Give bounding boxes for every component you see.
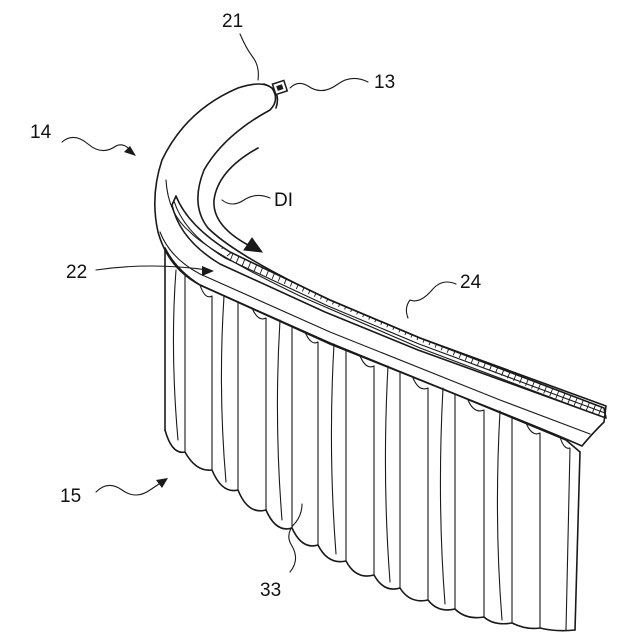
label-15: 15 [60,486,81,507]
slot-hatch-tick [189,206,196,212]
rail-slot [172,196,606,418]
curtain-top-edge [165,248,580,452]
pleat-fold [468,400,484,617]
leader-di [222,195,270,204]
slot-hatch-tick [184,201,191,207]
pleat-fold [305,332,318,545]
label-di: DI [274,190,293,211]
pleat-fold [252,308,266,510]
pleat-shadow [440,388,445,604]
label-24: 24 [460,272,482,293]
label-21: 21 [222,11,243,32]
pleat-fold [413,378,428,600]
leader-13 [290,78,368,90]
leader-14-arrowhead [124,146,136,156]
leader-33 [289,504,302,572]
reference-labels: 21 13 14 DI 22 24 15 33 [30,11,482,601]
leader-24 [406,282,456,318]
leader-22-arrowhead [202,266,214,276]
pleat-fold [360,356,374,575]
label-13: 13 [374,72,395,93]
pleat-shadow [173,270,178,440]
sensor-element [272,80,287,94]
leader-15-arrowhead [156,478,168,488]
slot-hatch-tick [435,338,439,348]
direction-arrow [214,148,262,252]
label-33: 33 [260,580,281,601]
pleated-curtain [165,248,580,631]
curtain-right-edge [575,452,580,630]
curtain-bottom-edge [165,430,575,631]
label-22: 22 [66,262,87,283]
pleat-fold [526,423,540,628]
slot-hatch-tick [314,287,318,297]
pleat-fold [200,285,212,470]
pleat-shadow [221,296,226,482]
leader-14 [62,137,132,152]
leader-21 [240,34,258,80]
pleat-fold [560,437,570,630]
leader-lines [62,34,456,572]
curved-rail [155,84,608,446]
label-14: 14 [30,122,52,143]
leader-15 [96,482,162,495]
pleat-shadow [497,411,502,620]
pleat-shadow [385,366,390,582]
pleat-shadow [277,320,282,520]
pleat-shadow [331,344,336,554]
